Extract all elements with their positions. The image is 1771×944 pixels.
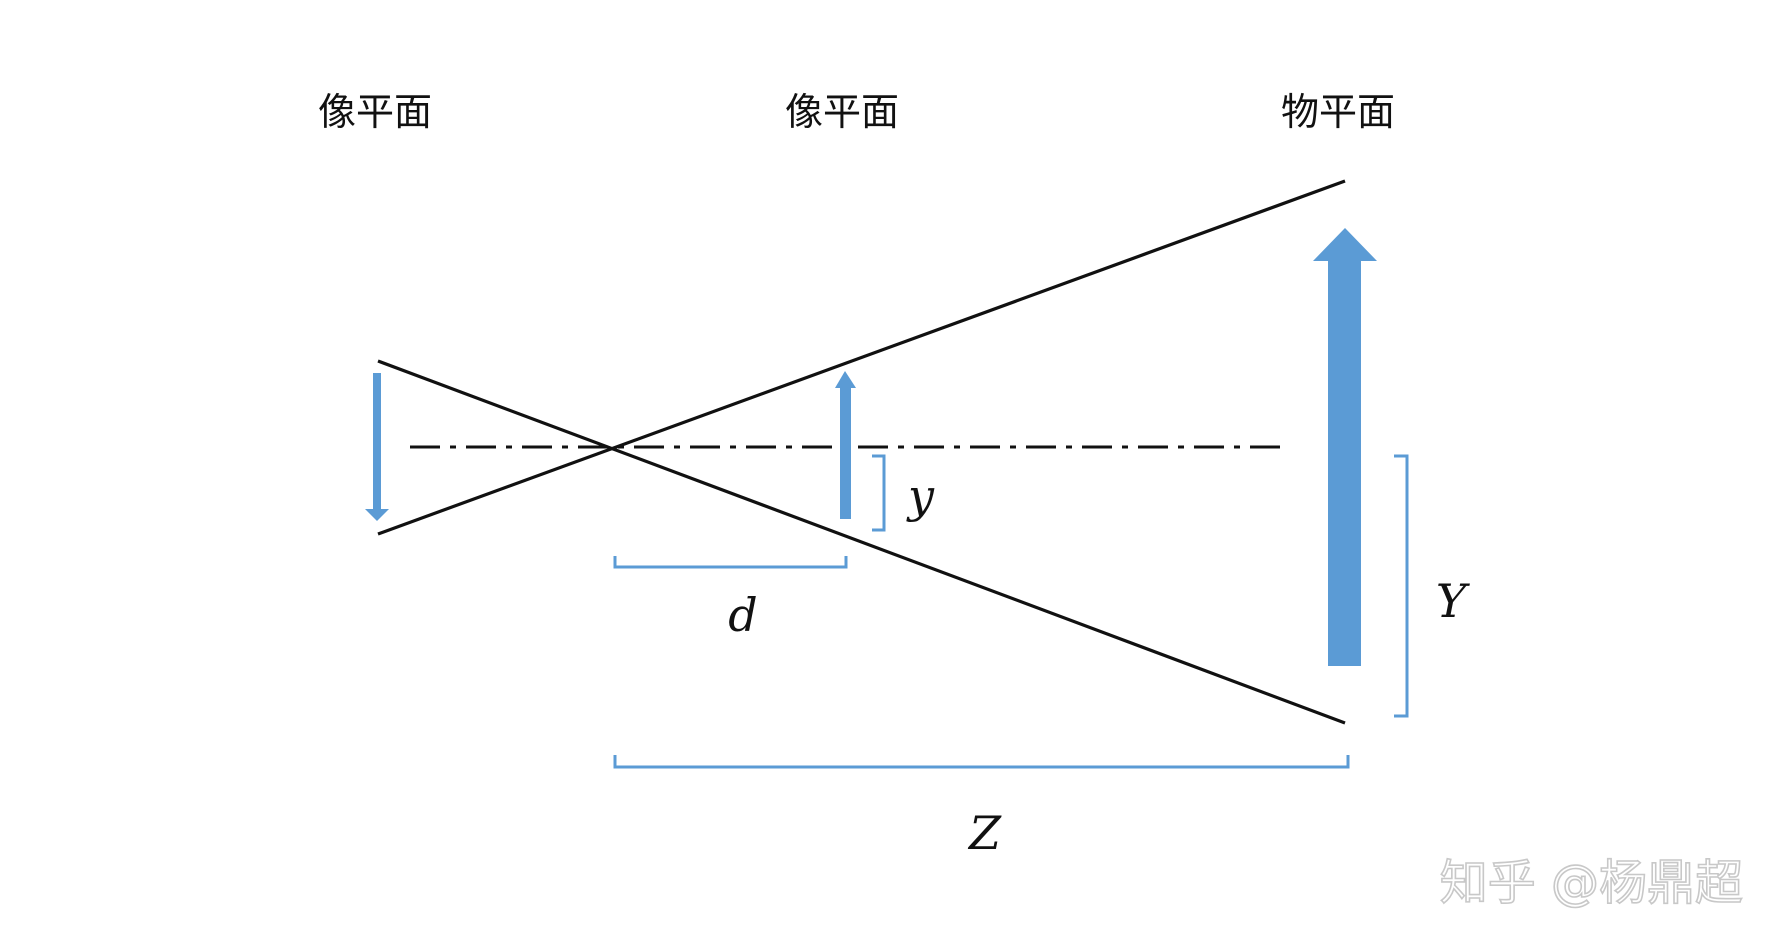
inverted-image-arrow (365, 373, 389, 521)
virtual-image-arrow (835, 371, 856, 519)
object-plane-label: 物平面 (1281, 90, 1395, 134)
ray-top-left-to-bottom-right (377, 359, 1346, 725)
object-arrow (1313, 228, 1377, 666)
object-distance-label: Z (967, 806, 1002, 860)
image-plane-left-label: 像平面 (318, 90, 432, 134)
small-height-label: y (906, 469, 935, 523)
small-height-bracket (872, 454, 886, 532)
ray-bottom-left-to-top-right (377, 179, 1346, 536)
large-height-bracket (1394, 454, 1409, 718)
watermark: 知乎 @杨鼎超 (1440, 855, 1743, 911)
image-distance-bracket (613, 556, 848, 569)
image-plane-middle-label: 像平面 (785, 90, 899, 134)
large-height-label: Y (1436, 574, 1471, 628)
image-distance-label: d (728, 588, 757, 642)
object-distance-bracket (613, 755, 1350, 769)
